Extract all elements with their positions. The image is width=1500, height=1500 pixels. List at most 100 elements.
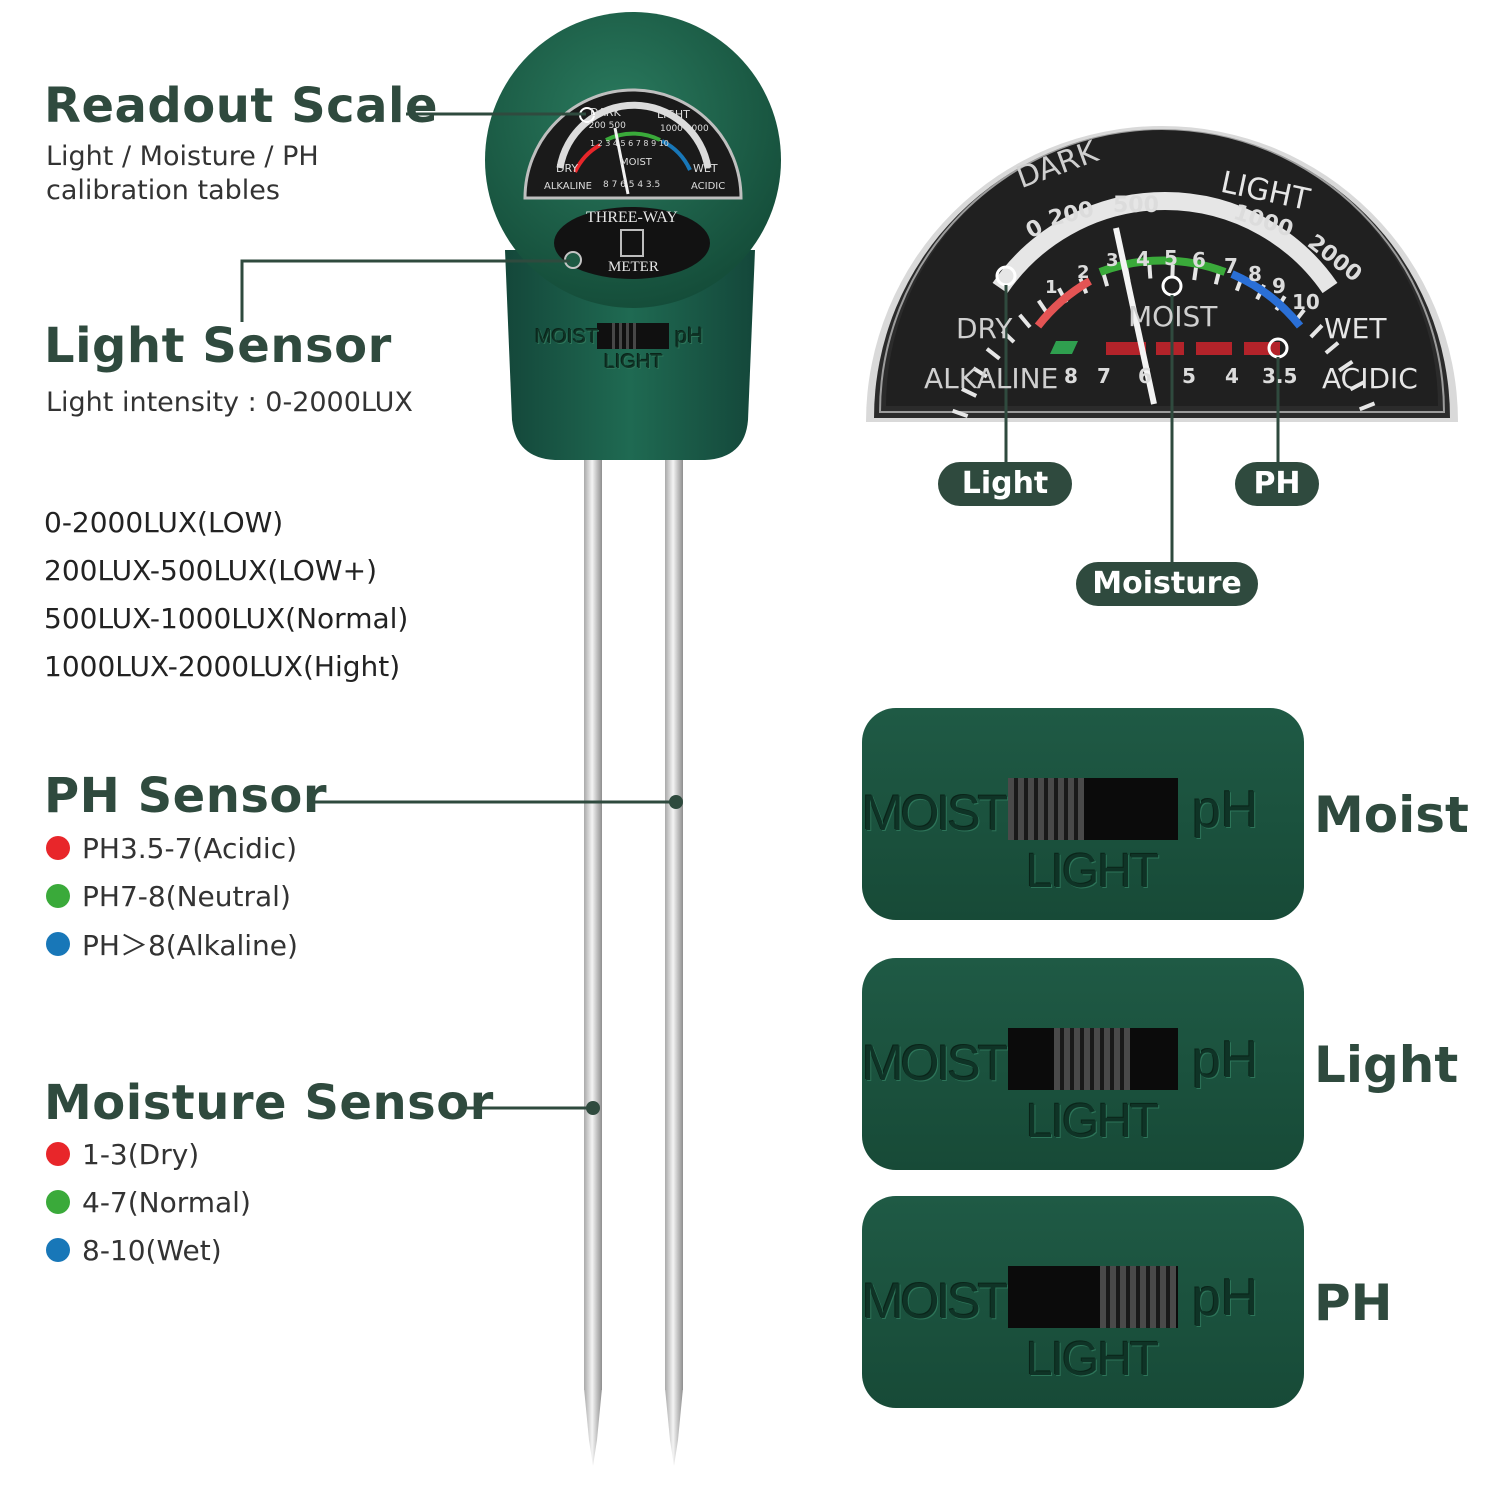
lux-level-item: 200LUX-500LUX(LOW+) — [44, 554, 377, 587]
blue-dot-icon — [46, 932, 70, 956]
readout-scale-title: Readout Scale — [44, 78, 438, 134]
dial-tick — [1324, 341, 1340, 355]
dial-moist-2: 2 — [1077, 262, 1090, 283]
dial-moist-1: 1 — [1045, 277, 1058, 298]
legend-label: PH3.5-7(Acidic) — [82, 831, 298, 865]
small-dial-alkaline: ALKALINE — [544, 181, 592, 192]
dial-tick — [1309, 324, 1324, 339]
moisture-sensor-title: Moisture Sensor — [44, 1075, 494, 1131]
dial-ph-7: 7 — [1097, 364, 1111, 388]
small-dial-light: LIGHT — [657, 108, 690, 121]
switch-moist-text: MOIST — [862, 1273, 1008, 1329]
dial-moist-8: 8 — [1248, 262, 1262, 286]
legend-item: 8-10(Wet) — [46, 1226, 251, 1274]
red-dot-icon — [46, 1142, 70, 1166]
dial-moist-label: MOIST — [1128, 300, 1218, 333]
ph-sensor-title: PH Sensor — [44, 768, 328, 824]
dial-wet-label: WET — [1324, 312, 1387, 345]
dial-lux-500: 500 — [1113, 193, 1159, 218]
legend-item: 1-3(Dry) — [46, 1130, 251, 1178]
switch-track[interactable] — [1008, 1266, 1178, 1328]
small-dial-moist-nums: 1 2 3 4 5 6 7 8 9 10 — [590, 139, 669, 148]
blue-dot-icon — [46, 1238, 70, 1262]
legend-label: 4-7(Normal) — [82, 1185, 251, 1219]
switch-moist-text: MOIST — [862, 1035, 1008, 1091]
legend-item: PH7-8(Neutral) — [46, 872, 298, 920]
meter-switch-bottom-text: LIGHT — [604, 351, 663, 373]
switch-knob[interactable] — [1100, 1266, 1176, 1328]
switch-track[interactable] — [1008, 778, 1178, 840]
legend-label: PH＞8(Alkaline) — [82, 929, 298, 962]
dial-moist-5: 5 — [1164, 246, 1178, 270]
switch-ph-text: pH — [1192, 1031, 1259, 1089]
small-dial-dry: DRY — [556, 162, 579, 175]
lux-level-item: 0-2000LUX(LOW) — [44, 506, 284, 539]
small-dial-moist: MOIST — [620, 157, 652, 168]
dial-tick — [951, 408, 969, 419]
dial-moist-4: 4 — [1136, 247, 1150, 271]
switch-mode-label: Moist — [1314, 786, 1469, 844]
callout-moisture: Moisture — [1076, 562, 1258, 606]
light-sensor-title: Light Sensor — [44, 318, 392, 374]
dial-tick — [1147, 262, 1153, 279]
dial-tick — [1349, 380, 1366, 392]
meter-face-top-text: THREE-WAY — [586, 209, 678, 226]
callout-ph: PH — [1235, 462, 1319, 506]
switch-moist-text: MOIST — [862, 785, 1008, 841]
dial-tick — [1001, 329, 1016, 344]
small-dial-lux-high: 1000 2000 — [660, 124, 709, 134]
dial-ph-6: 6 — [1138, 364, 1152, 388]
legend-label: PH7-8(Neutral) — [82, 879, 291, 913]
small-dial-ph-nums: 8 7 6 5 4 3.5 — [603, 180, 661, 190]
switch-ph-text: pH — [1192, 1269, 1259, 1327]
dial-dry-label: DRY — [956, 312, 1013, 345]
dial-tick — [1337, 359, 1354, 373]
meter-face-bottom-text: METER — [608, 259, 659, 275]
dial-ph-8: 8 — [1064, 364, 1078, 388]
meter-switch-left-text: MOIST — [535, 326, 599, 348]
dial-moist-10: 10 — [1292, 290, 1320, 314]
moisture-sensor-legend: 1-3(Dry) 4-7(Normal) 8-10(Wet) — [46, 1130, 251, 1274]
switch-knob[interactable] — [1008, 778, 1084, 840]
dial-moist-9: 9 — [1272, 274, 1286, 298]
lux-level-list: 0-2000LUX(LOW) 200LUX-500LUX(LOW+) 500LU… — [44, 499, 408, 691]
legend-item: PH3.5-7(Acidic) — [46, 824, 298, 872]
meter-body — [485, 12, 781, 460]
switch-light-text: LIGHT — [1026, 845, 1159, 898]
green-dot-icon — [46, 1190, 70, 1214]
legend-item: 4-7(Normal) — [46, 1178, 251, 1226]
readout-scale-desc-line2: calibration tables — [46, 175, 280, 206]
switch-mode-label: PH — [1314, 1274, 1393, 1332]
light-sensor-desc: Light intensity : 0-2000LUX — [46, 387, 413, 418]
red-dot-icon — [46, 836, 70, 860]
dial-tick — [960, 387, 978, 398]
dial-alkaline-label: ALKALINE — [924, 362, 1059, 395]
dial-tick — [1018, 313, 1032, 329]
lux-level-item: 1000LUX-2000LUX(Hight) — [44, 650, 401, 683]
dial-acidic-label: ACIDIC — [1322, 362, 1418, 395]
lux-level-item: 500LUX-1000LUX(Normal) — [44, 602, 409, 635]
switch-knob[interactable] — [1054, 1028, 1130, 1090]
small-dial-wet: WET — [693, 162, 718, 175]
small-dial-dark: DARK — [590, 106, 621, 119]
switch-track[interactable] — [1008, 1028, 1178, 1090]
small-dial-lux-low: 0 200 500 — [580, 121, 626, 131]
meter-switch-right-text: pH — [675, 323, 704, 348]
probe-right — [665, 455, 683, 1466]
dial-tick — [985, 347, 1001, 361]
callout-connectors — [240, 112, 676, 1110]
ph-sensor-legend: PH3.5-7(Acidic) PH7-8(Neutral) PH＞8(Alka… — [46, 824, 298, 968]
legend-label: 8-10(Wet) — [82, 1233, 222, 1267]
dial-moist-7: 7 — [1224, 254, 1238, 278]
dial-ph-5: 5 — [1182, 364, 1196, 388]
switch-mode-label: Light — [1314, 1036, 1459, 1094]
switch-light-text: LIGHT — [1026, 1095, 1159, 1148]
dial-moist-6: 6 — [1192, 248, 1206, 272]
readout-scale-desc-line1: Light / Moisture / PH — [46, 141, 319, 172]
dial-moist-3: 3 — [1106, 250, 1119, 271]
dial-ph-3-5: 3.5 — [1262, 364, 1298, 388]
dial-tick — [1170, 262, 1175, 279]
switch-light-text: LIGHT — [1026, 1333, 1159, 1386]
